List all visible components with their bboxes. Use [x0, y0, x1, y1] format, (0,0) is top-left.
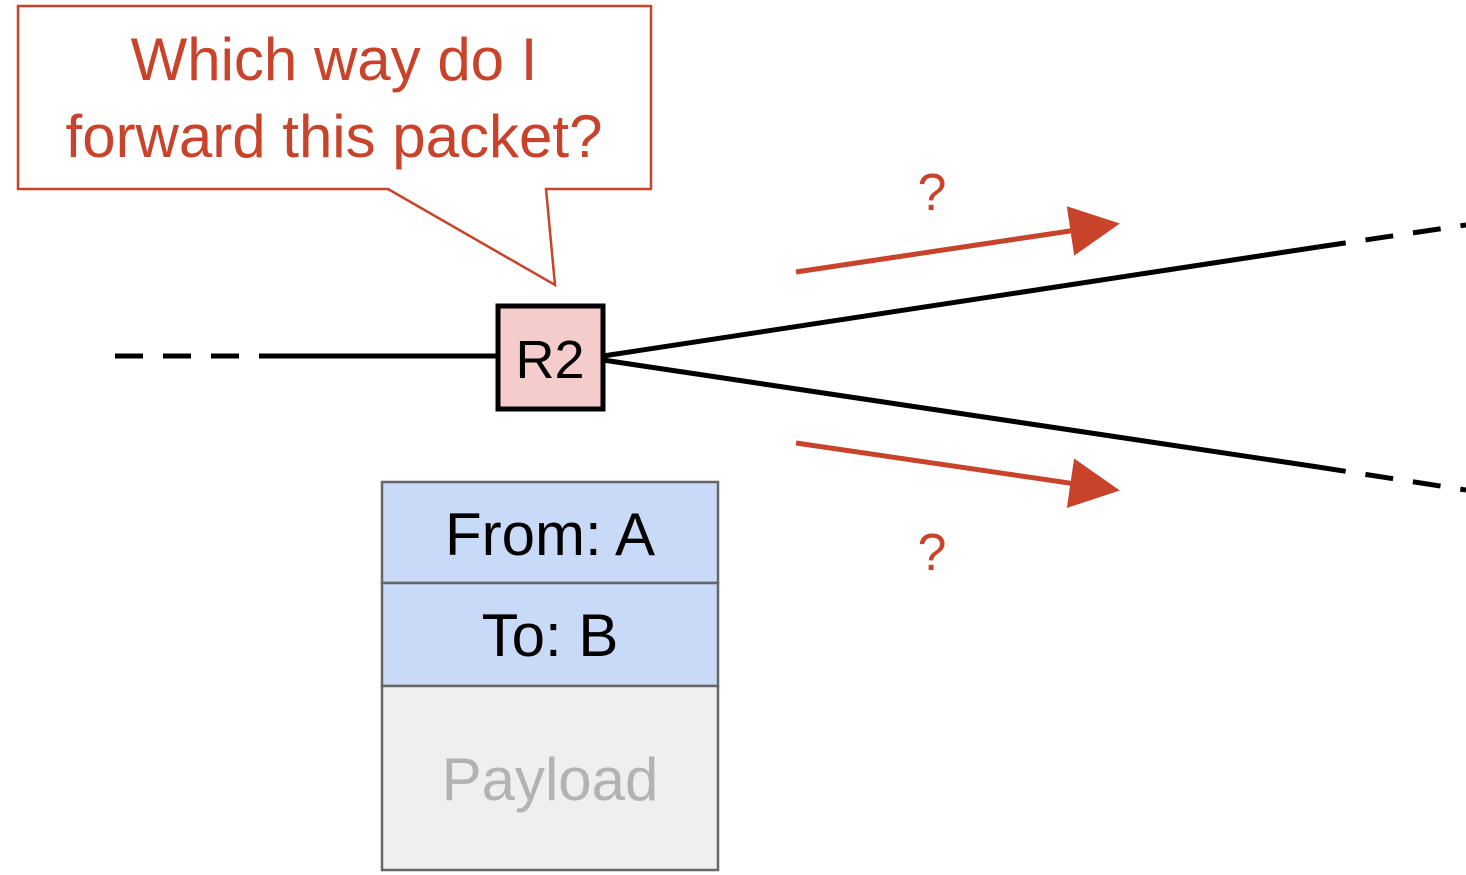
upper-outgoing-link	[602, 244, 1319, 359]
callout-bubble	[16, 4, 653, 288]
upper-question-mark: ?	[918, 164, 947, 222]
packet-to-header	[380, 581, 720, 688]
lower-outgoing-link-dashed	[1317, 464, 1466, 493]
callout-line-1: Which way do I	[131, 26, 538, 93]
packet-payload	[380, 684, 720, 872]
router-label: R2	[515, 330, 584, 390]
lower-question-mark: ?	[918, 524, 947, 582]
lower-direction-arrow	[795, 440, 1120, 508]
callout-line-2: forward this packet?	[66, 103, 603, 170]
packet-from-header	[380, 480, 720, 585]
upper-direction-arrow	[795, 206, 1120, 275]
lower-outgoing-link	[602, 357, 1319, 470]
packet-payload-label: Payload	[442, 746, 659, 813]
packet-from-label: From: A	[445, 501, 655, 568]
upper-outgoing-link-dashed	[1317, 222, 1466, 250]
router-r2	[495, 303, 606, 412]
packet-to-label: To: B	[482, 602, 619, 669]
